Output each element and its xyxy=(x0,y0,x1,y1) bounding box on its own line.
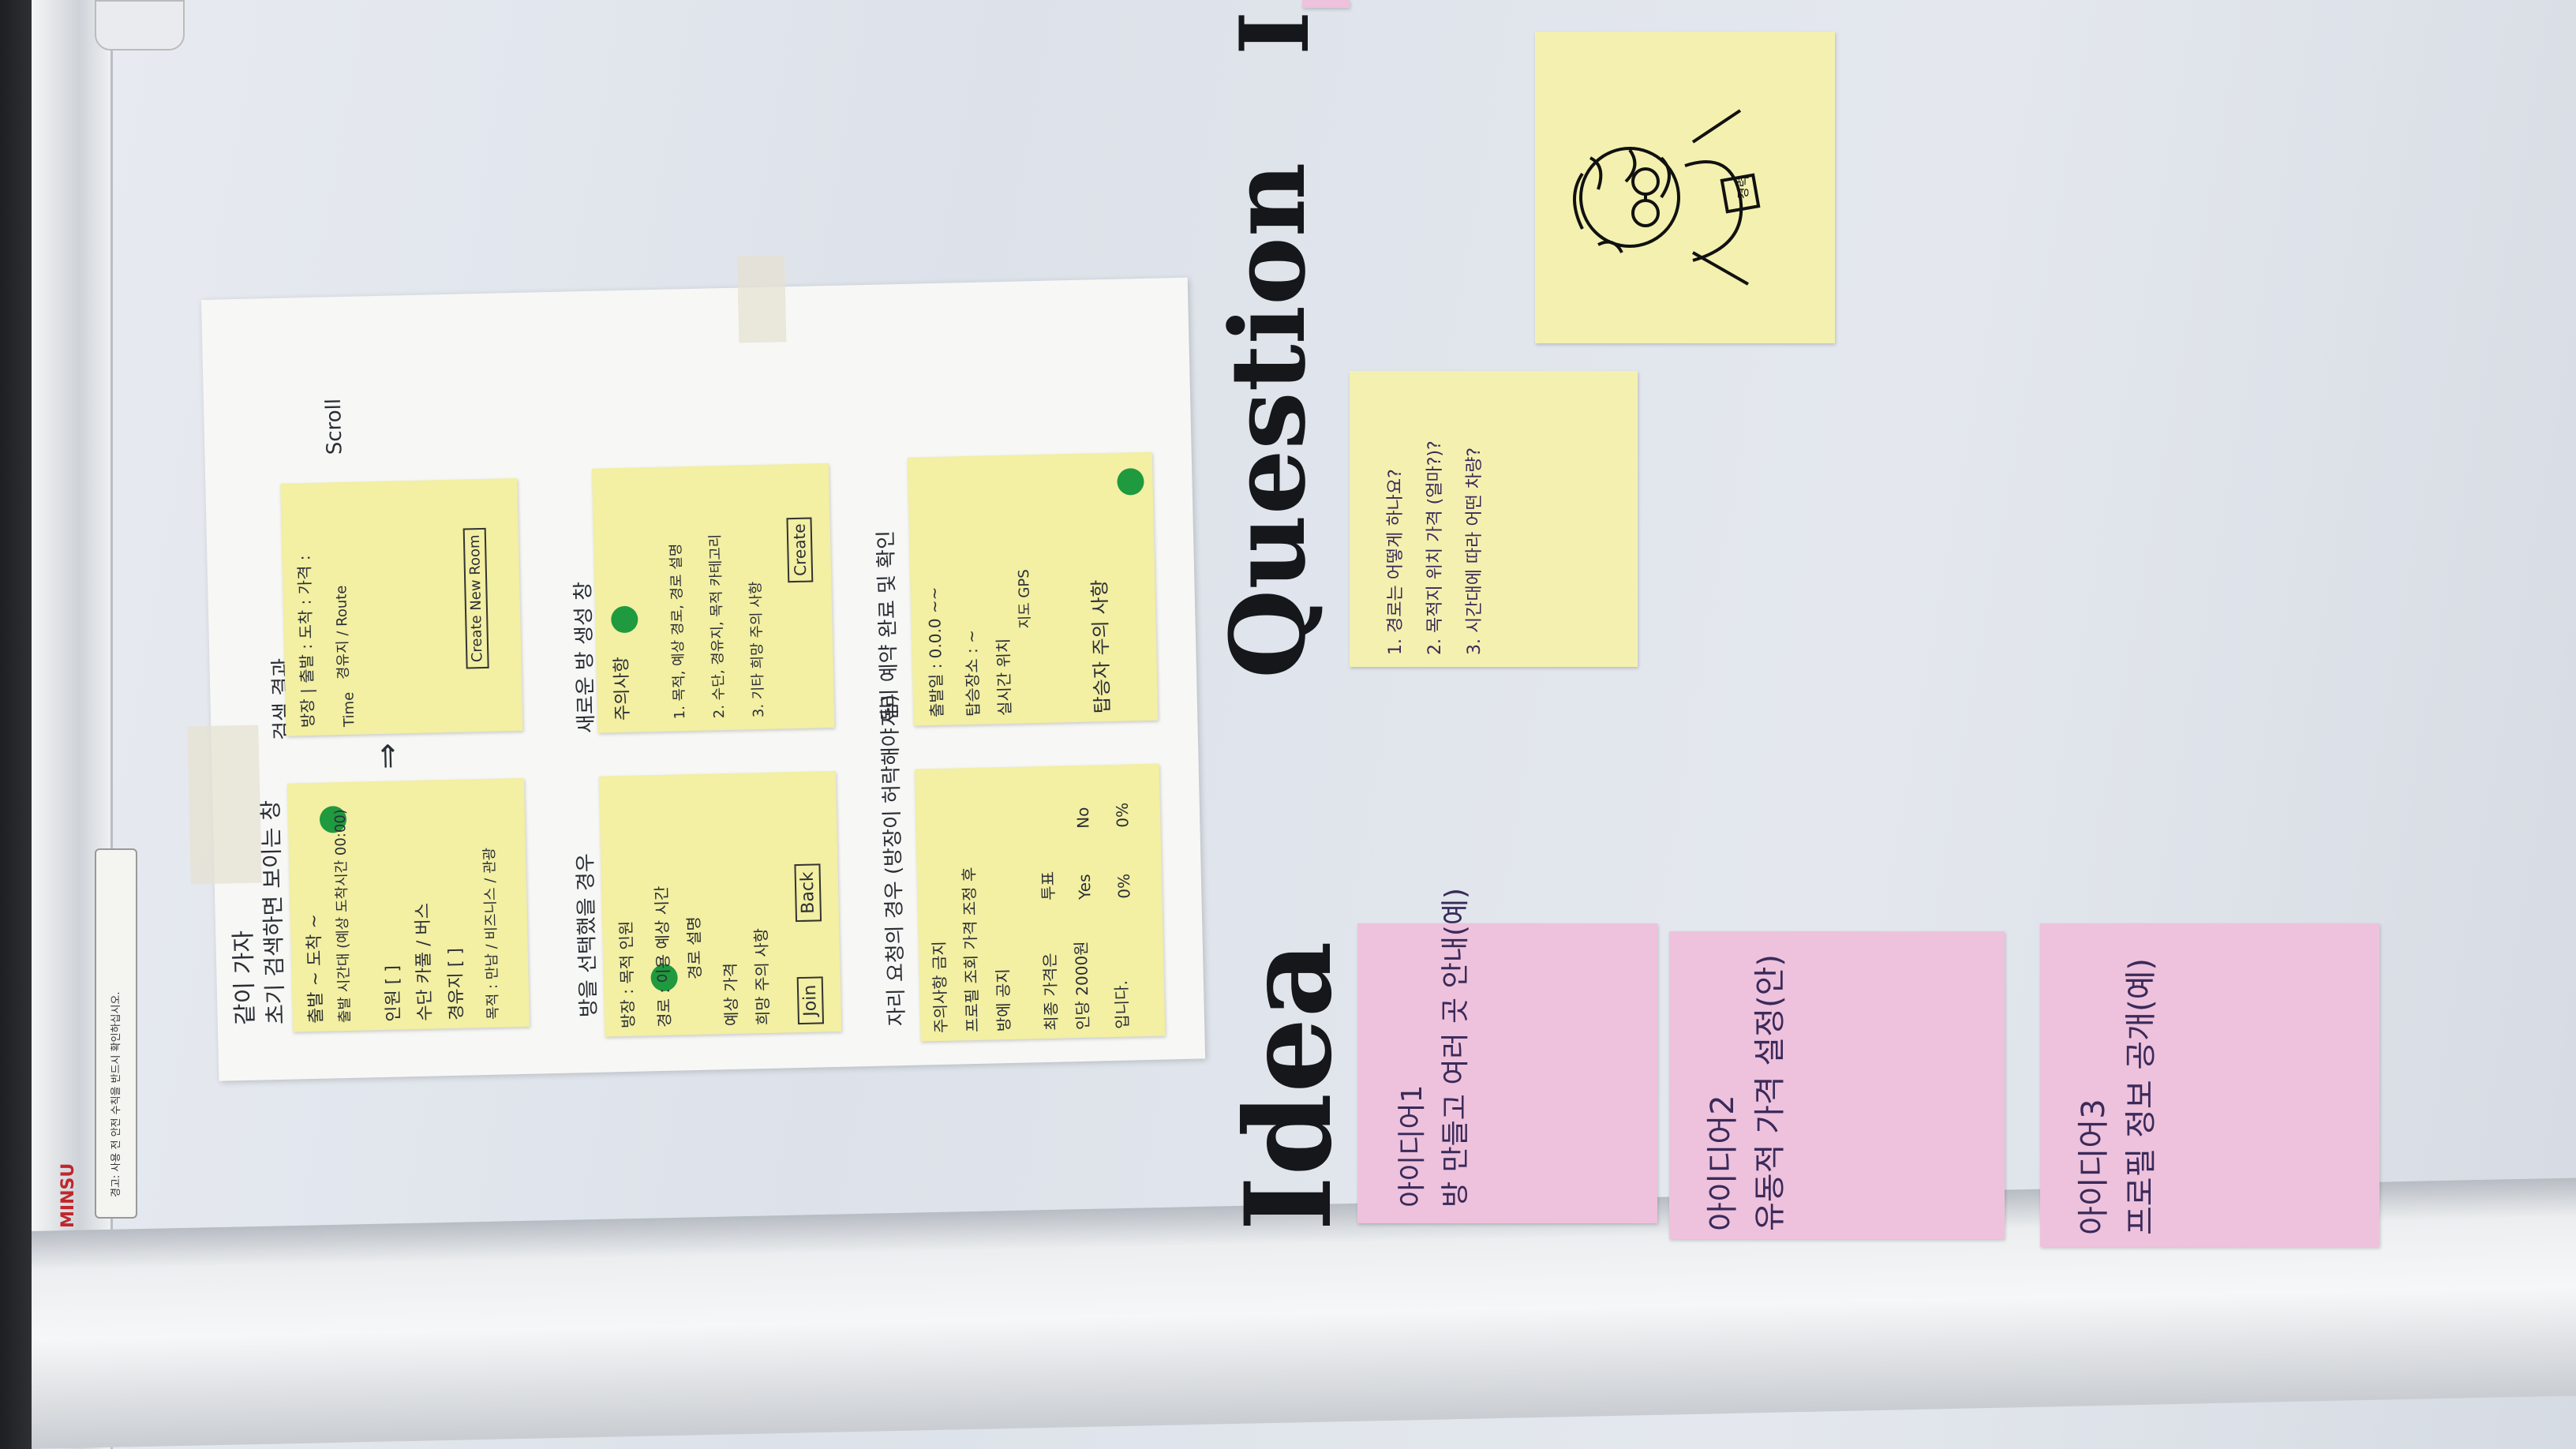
frame-initial-search: 출발 ~ 도착 ~ 출발 시간대 (예상 도착시간 00:00) 인원 [ ] … xyxy=(286,777,530,1032)
frame-title-room-select: 방을 선택했을 경우 xyxy=(574,852,601,1018)
green-dot xyxy=(610,605,638,634)
warning-label: 경고: 사용 전 안전 수칙을 반드시 확인하십시오. xyxy=(95,848,137,1219)
green-dot xyxy=(1117,467,1144,496)
tape xyxy=(736,255,787,343)
avatar-drawing xyxy=(1573,109,1761,286)
vote-yes-percent: 0% xyxy=(1114,873,1134,899)
warning-text: 경고: 사용 전 안전 수칙을 반드시 확인하십시오. xyxy=(110,991,122,1197)
heading-question: Question xyxy=(1208,162,1328,679)
sketch-line: 예상 가격 xyxy=(721,962,742,1027)
sketch-line: 방에 공지 xyxy=(993,968,1014,1032)
back-sketch: Back xyxy=(794,863,822,923)
idea-number: 아이디어2 xyxy=(1705,1095,1741,1231)
create-new-room-sketch: Create New Room xyxy=(462,528,489,669)
frame-search-result: 방장 | 출발 : 도착 : 가격 : 경유지 / Route Time Cre… xyxy=(280,477,523,736)
sketch-line: Time xyxy=(340,691,358,728)
sketch-line: 출발 ~ 도착 ~ xyxy=(304,913,327,1024)
board-clip xyxy=(95,0,185,51)
join-sketch: Join xyxy=(796,976,825,1025)
sketch-line: 경유지 / Route xyxy=(333,585,352,680)
frame-title-initial: 초기 검색하면 보이는 창 xyxy=(257,799,289,1025)
sketch-line: 희망 주의 사항 xyxy=(751,927,773,1026)
sketch-line: 3. 기타 희망 주의 사항 xyxy=(747,581,768,718)
sketch-line: 출발일 : 0.0.0 ~~ xyxy=(924,586,947,718)
idea-number: 아이디어3 xyxy=(2076,1099,2112,1235)
question-line: 1. 경로는 어떻게 하나요? xyxy=(1386,469,1406,655)
app-title: 같이 가자 xyxy=(230,930,260,1026)
question-line: 3. 시간대에 따라 어떤 차량? xyxy=(1465,447,1485,655)
sketch-line: 경유지 [ ] xyxy=(445,947,467,1021)
frame-title-done: 자리 예약 완료 및 확인 xyxy=(874,530,903,727)
avatar-tag: 경력 xyxy=(1735,175,1750,199)
sketch-line: 실시간 위치 xyxy=(993,638,1015,717)
sketch-line: 방장 | 출발 : 도착 : 가격 : xyxy=(294,555,318,728)
sketch-line: 프로필 조회 가격 조정 후 xyxy=(959,867,983,1033)
sketch-line: 주의사항 xyxy=(612,656,634,721)
frame-room-select: 방장 : 목적 인원 경로 : 이용 예상 시간 경로 설명 예상 가격 희망 … xyxy=(598,770,842,1037)
vote-yes: Yes xyxy=(1074,874,1095,900)
sketch-line: 인원 [ ] xyxy=(383,964,404,1022)
sketch-line: 1. 목적, 예상 경로, 경로 설명 xyxy=(668,543,689,720)
frame-request: 주의사항 금지 프로필 조회 가격 조정 후 방에 공지 최종 가격은 인당 2… xyxy=(914,763,1166,1042)
vote-no-percent: 0% xyxy=(1112,802,1133,828)
sketch-line: 지도 GPS xyxy=(1016,569,1034,629)
sketch-line: 목적 : 만남 / 비즈니스 / 관광 xyxy=(481,847,502,1020)
sketch-line: 입니다. xyxy=(1111,979,1133,1030)
sketch-line: 경로 : 이용 예상 시간 xyxy=(652,886,675,1028)
sketch-line: 출발 시간대 (예상 도착시간 00:00) xyxy=(331,808,354,1024)
vote-title: 투표 xyxy=(1038,871,1058,901)
pink-note-edge xyxy=(1302,0,1350,8)
wireframe-sheet: 같이 가자 초기 검색하면 보이는 창 출발 ~ 도착 ~ 출발 시간대 (예상… xyxy=(187,255,1206,1081)
frame-reservation-done: 출발일 : 0.0.0 ~~ 탑승장소 : ~ 실시간 위치 지도 GPS 탑승… xyxy=(907,451,1159,726)
sketch-line: 수단 카풀 / 버스 xyxy=(413,902,436,1022)
vote-no: No xyxy=(1073,807,1093,829)
sketch-line: 2. 수단, 경유지, 목적 카테고리 xyxy=(706,534,728,719)
idea-text: 방 만들고 여러 곳 안내(예) xyxy=(1440,887,1472,1208)
sketch-line: 최종 가격은 xyxy=(1040,953,1061,1032)
question-line: 2. 목적지 위치 가격 (얼마?)? xyxy=(1425,440,1445,655)
idea-text: 유동적 가격 설정(안) xyxy=(1752,953,1788,1231)
heading-idea: Idea xyxy=(1219,941,1358,1231)
idea-text: 프로필 정보 공개(예) xyxy=(2123,957,2159,1235)
sketch-line: 탑승자 주의 사항 xyxy=(1088,579,1114,714)
tape xyxy=(187,724,262,885)
frame-title-request: 자리 요청의 경우 (방장이 허락해야 됨) xyxy=(878,694,910,1027)
idea-note-1: 아이디어1 방 만들고 여러 곳 안내(예) xyxy=(1357,888,1657,1223)
idea-note-2: 아이디어2 유동적 가격 설정(안) xyxy=(1669,931,2005,1239)
question-note: 1. 경로는 어떻게 하나요? 2. 목적지 위치 가격 (얼마?)? 3. 시… xyxy=(1350,371,1638,667)
arrow-icon: ⇒ xyxy=(369,742,406,770)
sketch-line: 주의사항 금지 xyxy=(929,940,951,1034)
sketch-line: 인당 2000원 xyxy=(1071,941,1093,1031)
sketch-line: 경로 설명 xyxy=(683,915,705,980)
frame-new-room: 주의사항 1. 목적, 예상 경로, 경로 설명 2. 수단, 경유지, 목적 … xyxy=(591,463,835,733)
heading-fragment: I xyxy=(1219,10,1331,55)
sketch-line: 방장 : 목적 인원 xyxy=(616,920,638,1029)
create-sketch: Create xyxy=(786,517,814,583)
avatar-note: 경력 xyxy=(1535,32,1835,343)
sketch-line: 탑승장소 : ~ xyxy=(961,629,983,717)
idea-number: 아이디어1 xyxy=(1396,1084,1428,1208)
idea-note-3: 아이디어3 프로필 정보 공개(예) xyxy=(2040,923,2379,1247)
brand-logo: MINSU xyxy=(58,1163,78,1228)
scroll-label: Scroll xyxy=(321,398,347,455)
